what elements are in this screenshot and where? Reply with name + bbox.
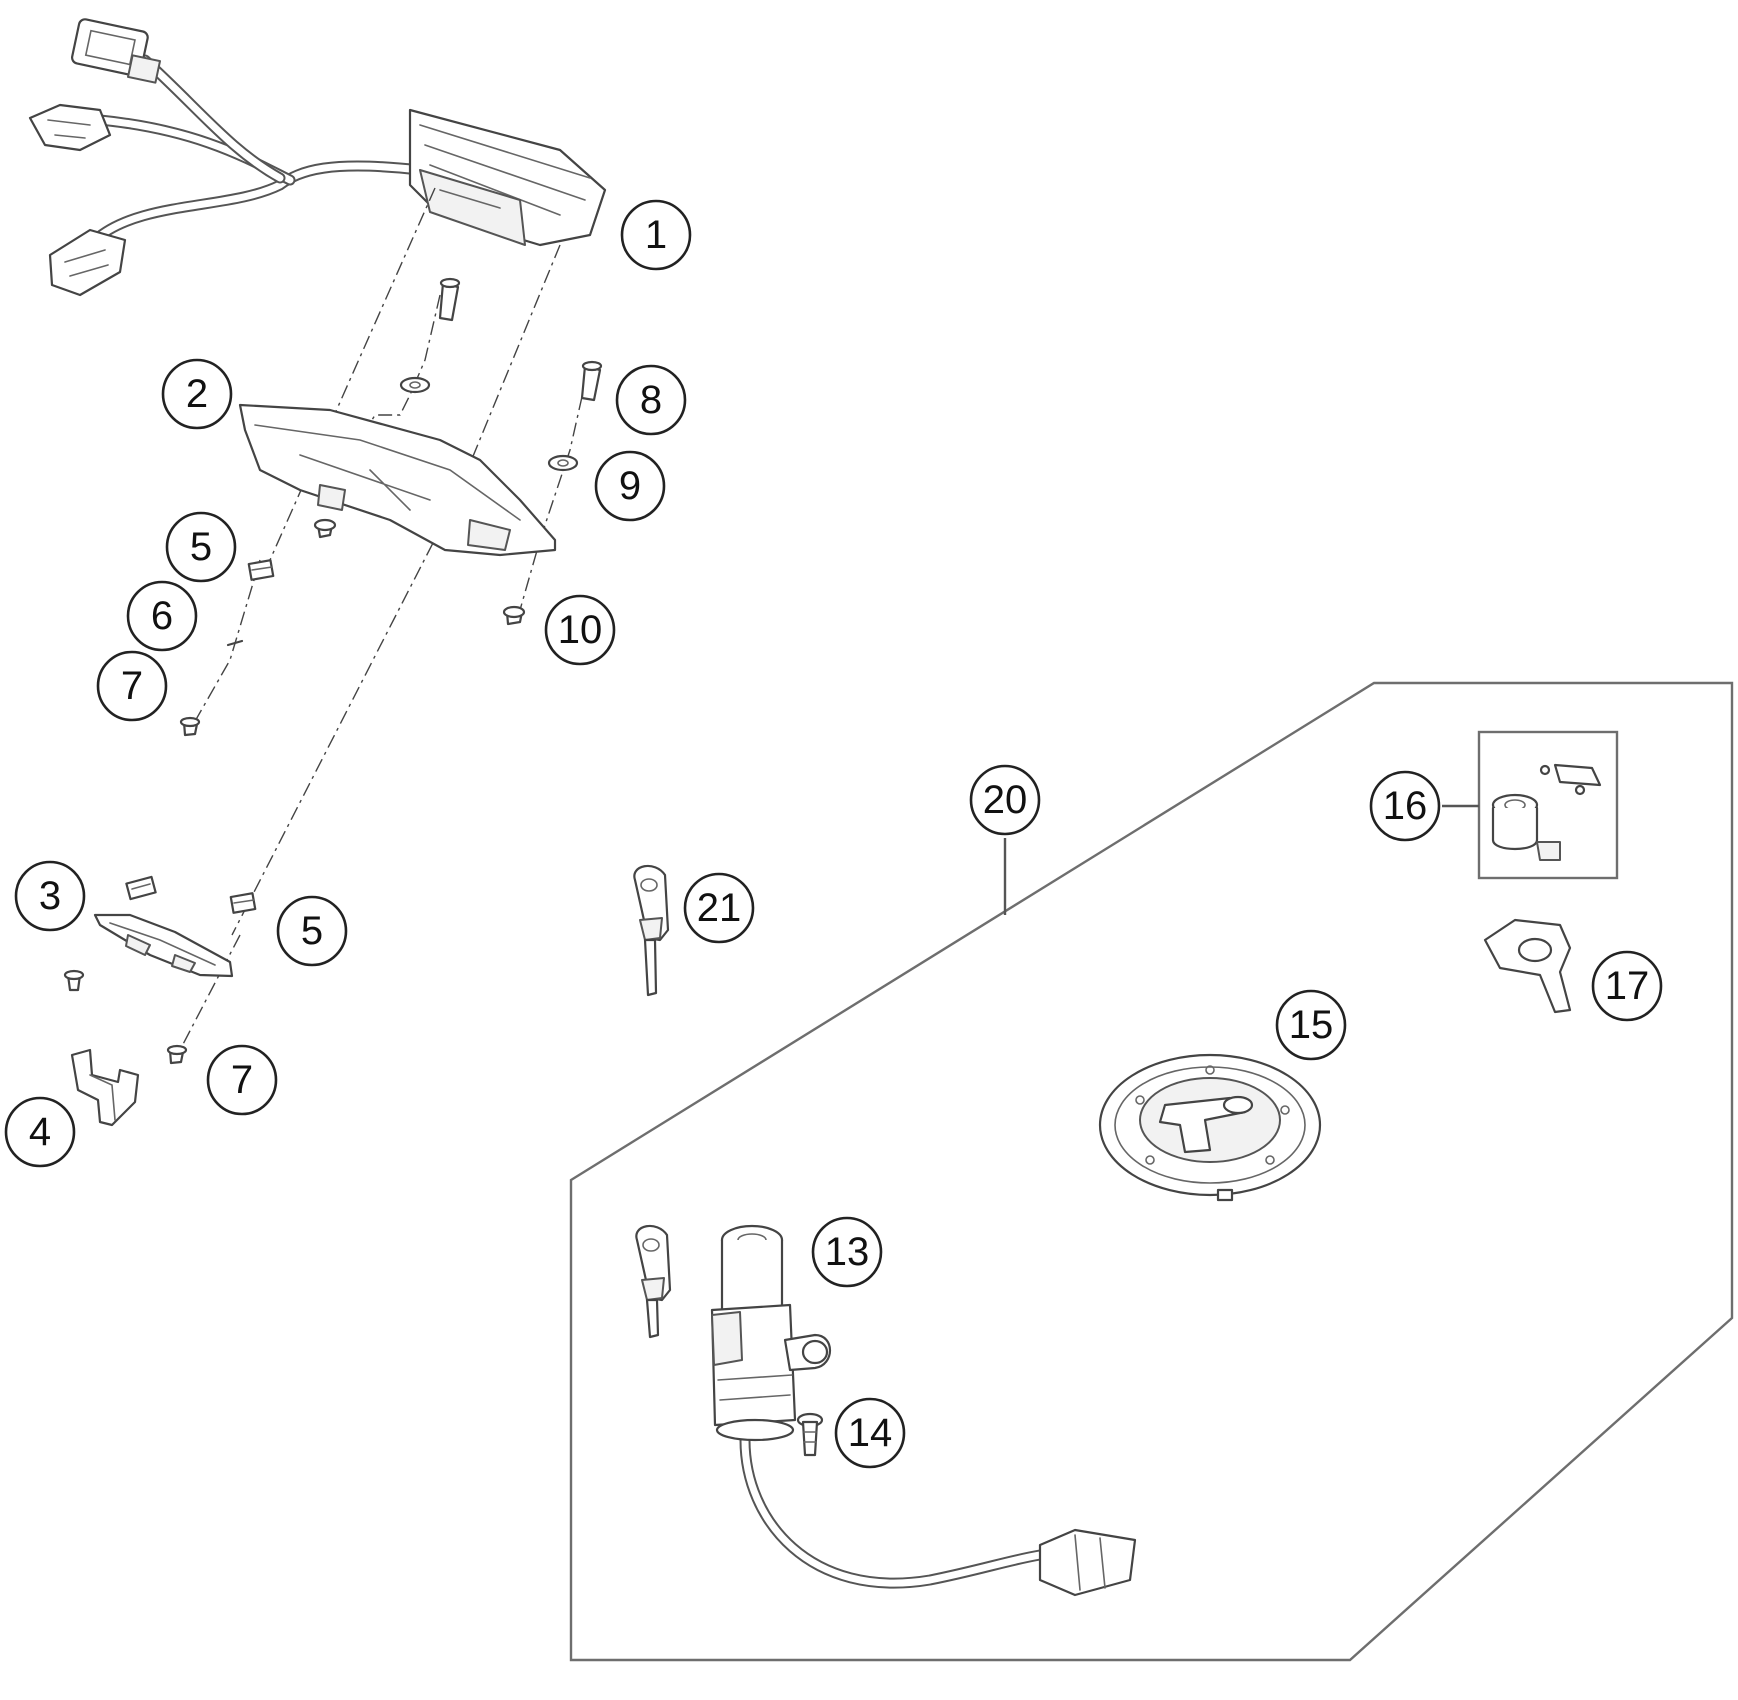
svg-text:13: 13 (825, 1230, 870, 1274)
washer-9[interactable] (547, 454, 579, 472)
callout-8: 8 (615, 364, 687, 436)
screw-8[interactable] (580, 360, 603, 402)
callout-13: 13 (811, 1216, 883, 1288)
callout-21: 21 (683, 872, 755, 944)
callout-20: 20 (969, 764, 1041, 836)
svg-text:8: 8 (640, 378, 662, 422)
svg-text:10: 10 (558, 608, 603, 652)
screw-7-lower[interactable] (166, 1044, 188, 1065)
screw-10[interactable] (502, 605, 526, 626)
svg-text:1: 1 (645, 213, 667, 257)
svg-text:5: 5 (301, 909, 323, 953)
ignition-lock-part-13[interactable] (710, 1224, 1046, 1589)
svg-text:14: 14 (848, 1411, 893, 1455)
callout-16: 16 (1369, 770, 1441, 842)
fuel-cap-part-15[interactable] (1098, 1053, 1322, 1202)
callout-3: 3 (14, 860, 86, 932)
callout-6: 6 (126, 580, 198, 652)
connector-top (70, 18, 161, 84)
callout-4: 4 (4, 1096, 76, 1168)
svg-text:17: 17 (1605, 964, 1650, 1008)
svg-text:9: 9 (619, 464, 641, 508)
key-part-21[interactable] (633, 864, 670, 997)
connector-bottom (48, 228, 127, 297)
rubber-grommet-5-upper[interactable] (247, 559, 275, 581)
callout-7-upper: 7 (96, 650, 168, 722)
svg-text:6: 6 (151, 594, 173, 638)
lock-plate-part-17[interactable] (1483, 918, 1572, 1014)
rubber-grommet-5-lower[interactable] (229, 892, 257, 914)
svg-text:16: 16 (1383, 784, 1428, 828)
ignition-key[interactable] (635, 1224, 672, 1339)
svg-text:2: 2 (186, 372, 208, 416)
instrument-cluster-part[interactable] (28, 18, 607, 297)
svg-text:20: 20 (983, 778, 1028, 822)
callout-1: 1 (620, 199, 692, 271)
screw-small-left[interactable] (63, 969, 85, 992)
bracket-part[interactable] (238, 403, 557, 557)
svg-text:7: 7 (121, 664, 143, 708)
svg-text:21: 21 (697, 886, 742, 930)
washer-center[interactable] (399, 376, 431, 394)
callout-10: 10 (544, 594, 616, 666)
callout-14: 14 (834, 1397, 906, 1469)
lock-set-group-outline (569, 681, 1734, 1662)
clip-small[interactable] (125, 875, 157, 901)
svg-text:7: 7 (231, 1058, 253, 1102)
callout-5-lower: 5 (276, 895, 348, 967)
ignition-connector (1038, 1528, 1137, 1597)
callout-5-upper: 5 (165, 511, 237, 583)
screw-7-upper[interactable] (179, 716, 201, 737)
callout-15: 15 (1275, 989, 1347, 1061)
svg-text:15: 15 (1289, 1003, 1334, 1047)
svg-text:5: 5 (190, 525, 212, 569)
screw-top-center[interactable] (438, 277, 461, 322)
washer-6[interactable] (226, 639, 244, 647)
assembly-lines (179, 187, 589, 1051)
callout-7-lower: 7 (206, 1044, 278, 1116)
screw-part-14[interactable] (796, 1412, 824, 1457)
svg-text:4: 4 (29, 1110, 51, 1154)
callout-2: 2 (161, 358, 233, 430)
screw-bracket-bottom[interactable] (313, 518, 337, 539)
holder-clip-part-4[interactable] (70, 1048, 140, 1127)
connector-middle (28, 103, 112, 152)
callout-9: 9 (594, 450, 666, 522)
callout-17: 17 (1591, 950, 1663, 1022)
cover-plate-part-3[interactable] (93, 913, 234, 978)
seat-lock-part-16[interactable] (1491, 763, 1602, 861)
svg-text:3: 3 (39, 874, 61, 918)
